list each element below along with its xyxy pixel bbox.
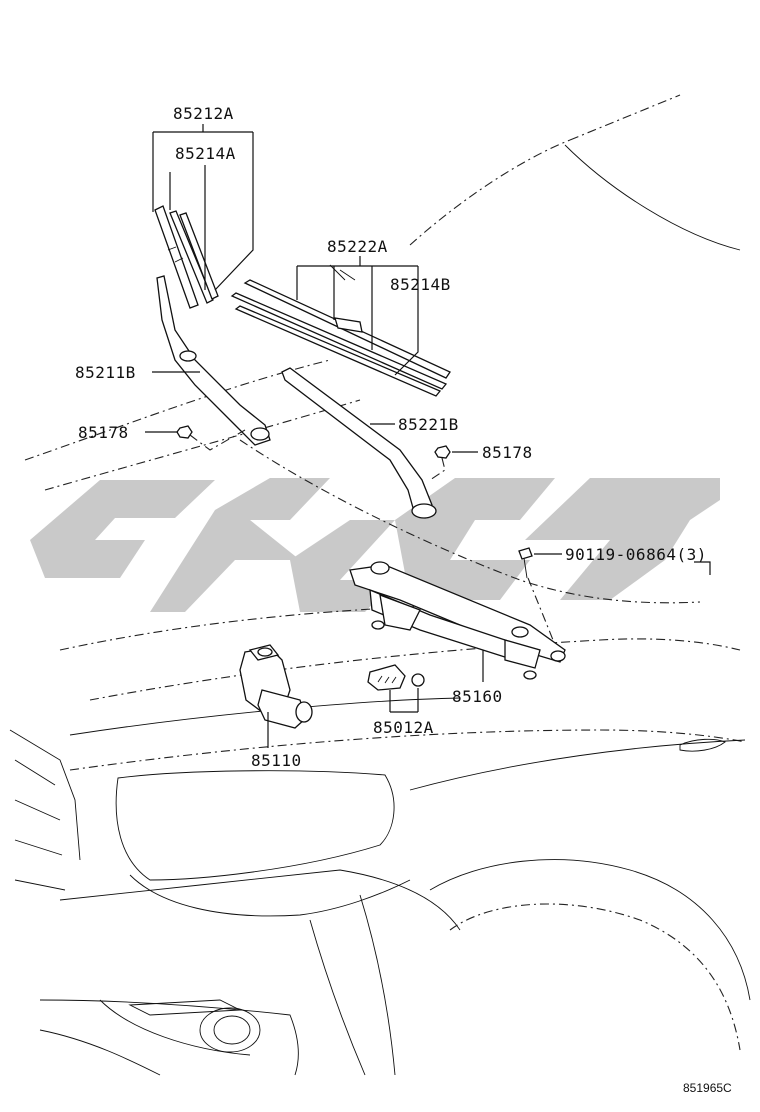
part-labels: 85212A 85214A 85222A 85214B 85211B 85178… <box>75 104 732 1095</box>
label-85214A: 85214A <box>175 144 236 163</box>
figure-code: 851965C <box>683 1081 732 1095</box>
label-85178-left: 85178 <box>78 423 129 442</box>
front-wiper-blade[interactable] <box>154 205 219 309</box>
label-85178-right: 85178 <box>482 443 533 462</box>
label-85160: 85160 <box>452 687 503 706</box>
label-85211B: 85211B <box>75 363 136 382</box>
nut-left[interactable] <box>176 425 193 439</box>
front-wiper-arm[interactable] <box>156 275 271 446</box>
label-85214B: 85214B <box>390 275 451 294</box>
wiper-motor[interactable] <box>239 644 313 729</box>
bolt[interactable] <box>518 547 533 579</box>
label-85212A: 85212A <box>173 104 234 123</box>
nut-left-guide <box>189 429 246 451</box>
nut-right-guide <box>429 457 446 481</box>
connector[interactable] <box>367 664 425 691</box>
leader-lines <box>145 124 711 748</box>
label-90119: 90119-06864(3) <box>565 545 707 564</box>
rear-wiper-blade[interactable] <box>230 264 451 397</box>
label-85222A: 85222A <box>327 237 388 256</box>
label-85221B: 85221B <box>398 415 459 434</box>
nut-right[interactable] <box>434 445 451 459</box>
rear-wiper-arm[interactable] <box>281 367 437 519</box>
label-85012A: 85012A <box>373 718 434 737</box>
wiper-link[interactable] <box>349 561 566 680</box>
bolt-guide <box>527 577 556 646</box>
label-85110: 85110 <box>251 751 302 770</box>
